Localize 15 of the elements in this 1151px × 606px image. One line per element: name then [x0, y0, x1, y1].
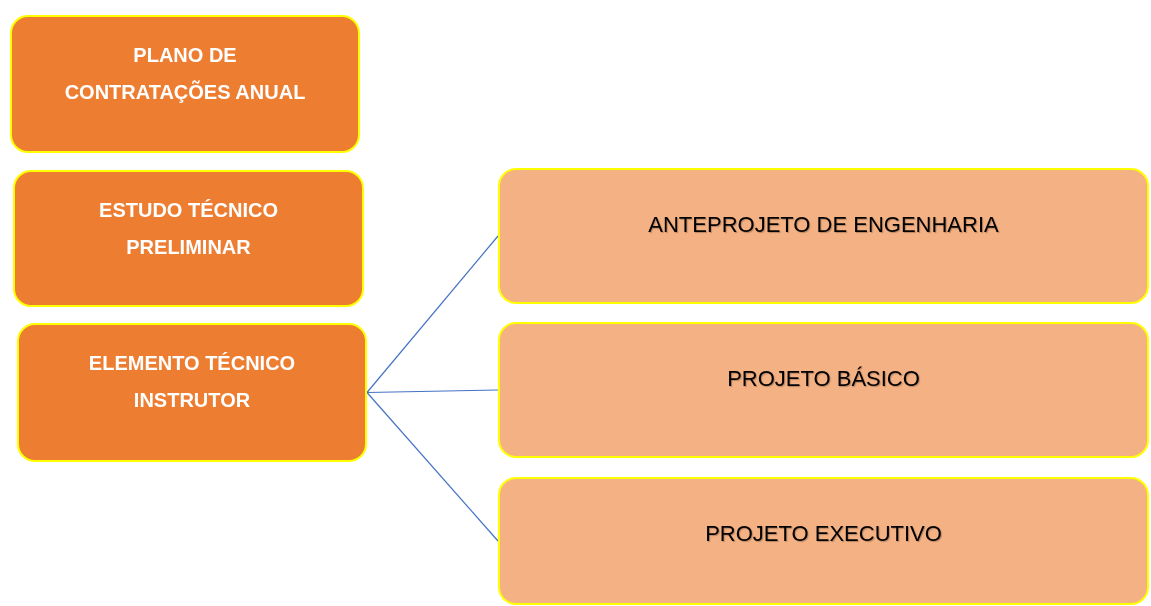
connector-line: [366, 235, 499, 394]
document-box: [498, 322, 1149, 458]
box-label: ELEMENTO TÉCNICO INSTRUTOR: [87, 351, 297, 413]
connector-line: [366, 391, 499, 542]
document-box: [498, 477, 1149, 605]
stage-box: [13, 170, 364, 307]
stage-box: [10, 15, 360, 153]
stage-box: [17, 323, 367, 462]
box-label: PROJETO EXECUTIVO: [705, 520, 942, 548]
box-label: ANTEPROJETO DE ENGENHARIA: [648, 211, 999, 239]
box-label: ESTUDO TÉCNICO PRELIMINAR: [98, 198, 279, 260]
box-label: PROJETO BÁSICO: [727, 365, 920, 393]
document-box: [498, 168, 1149, 304]
box-label: PLANO DE CONTRATAÇÕES ANUAL: [63, 43, 307, 105]
connector-line: [366, 389, 499, 394]
